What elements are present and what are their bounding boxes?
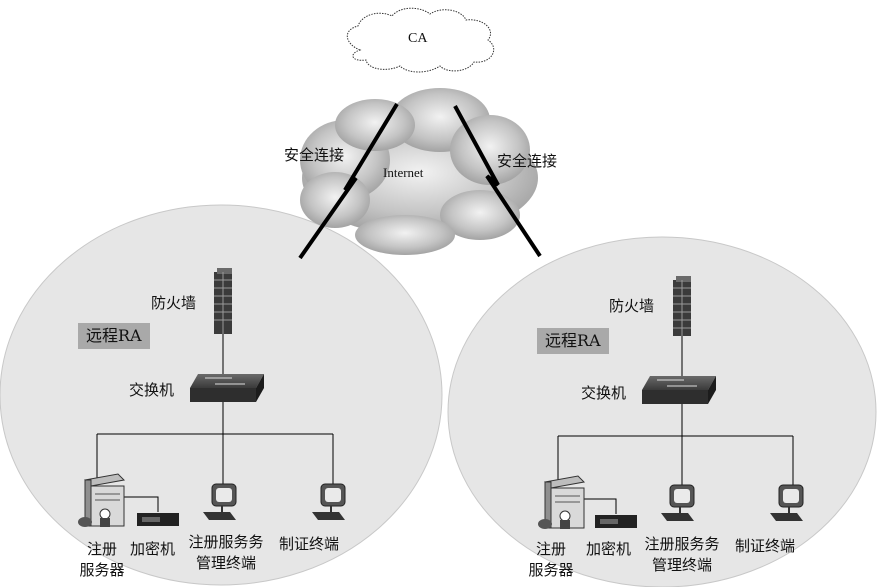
registration-server-icon [78, 473, 126, 527]
reg-terminal-label-left-2: 管理终端 [195, 554, 256, 572]
encryptor-icon [595, 515, 637, 528]
reg-server-label-left-2: 服务器 [79, 561, 125, 579]
switch-icon [190, 374, 264, 402]
ca-label: CA [408, 31, 428, 46]
secure-link-right-label: 安全连接 [497, 152, 558, 170]
switch-icon [642, 376, 716, 404]
reg-server-label-left-1: 注册 [86, 540, 117, 558]
reg-server-label-right-2: 服务器 [528, 561, 574, 579]
secure-link-right-bolt [453, 105, 542, 258]
encryptor-icon [137, 513, 179, 526]
switch-label-right: 交换机 [581, 384, 627, 402]
secure-link-left-label: 安全连接 [284, 146, 345, 164]
cert-terminal-icon [312, 483, 346, 520]
remote-ra-label-left: 远程RA [78, 323, 150, 349]
reg-terminal-label-right-2: 管理终端 [651, 556, 712, 574]
switch-label-left: 交换机 [129, 381, 175, 399]
firewall-label-left: 防火墙 [151, 294, 197, 312]
firewall-icon [673, 276, 691, 336]
encryptor-label-right: 加密机 [586, 540, 632, 558]
registration-terminal-icon [203, 483, 237, 520]
registration-server-icon [538, 475, 586, 529]
site-left [78, 268, 346, 527]
reg-terminal-label-right-1: 注册服务务 [644, 535, 720, 553]
cert-terminal-icon [770, 484, 804, 521]
firewall-icon [214, 268, 232, 334]
remote-ra-label-right: 远程RA [537, 328, 609, 354]
reg-terminal-label-left-1: 注册服务务 [188, 533, 264, 551]
registration-terminal-icon [661, 484, 695, 521]
ca-cloud [346, 7, 495, 73]
reg-server-label-right-1: 注册 [535, 540, 566, 558]
site-right [538, 276, 804, 529]
cert-terminal-label-left: 制证终端 [279, 535, 340, 553]
encryptor-label-left: 加密机 [130, 540, 176, 558]
cert-terminal-label-right: 制证终端 [735, 537, 796, 555]
secure-link-left-bolt [298, 102, 399, 260]
internet-label: Internet [383, 165, 424, 180]
firewall-label-right: 防火墙 [609, 297, 655, 315]
